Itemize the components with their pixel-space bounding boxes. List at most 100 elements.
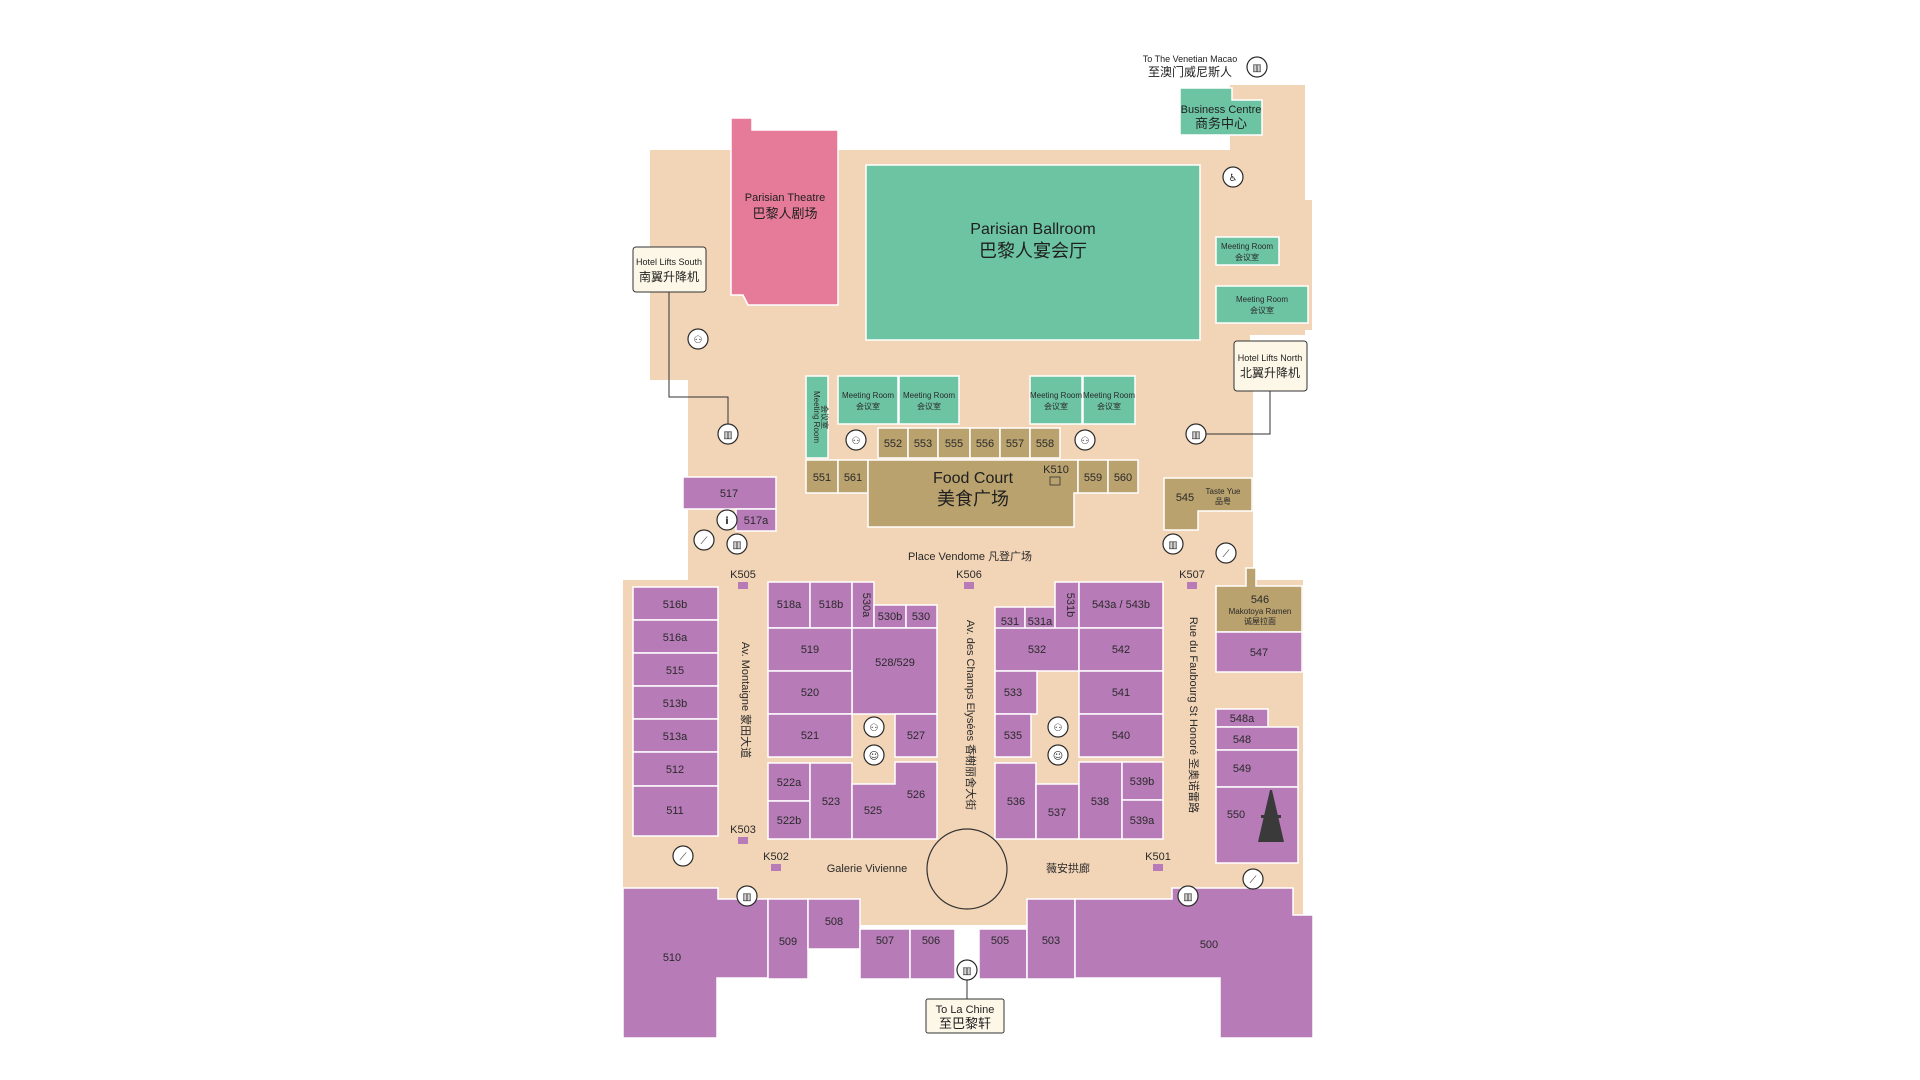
svg-text:K503: K503 [730,824,756,836]
svg-text:▥: ▥ [1168,540,1177,551]
svg-text:▥: ▥ [723,430,732,441]
lift-icon-north: ▥ [1185,423,1207,445]
business-centre: Business Centre 商务中心 [1179,87,1263,136]
svg-text:551: 551 [813,472,831,484]
svg-text:531a: 531a [1028,616,1053,628]
svg-text:522a: 522a [777,777,802,789]
svg-text:517a: 517a [744,515,769,527]
svg-text:To La Chine: To La Chine [936,1004,995,1016]
svg-text:500: 500 [1200,939,1218,951]
svg-text:Parisian Theatre: Parisian Theatre [745,192,826,204]
restroom-icon-inner-east: ⚇ [1047,716,1069,738]
svg-text:545: 545 [1176,492,1194,504]
west-inner-block: 518a 518b 530a 530b 530 519 528/529 520 … [767,581,938,840]
svg-text:南翼升降机: 南翼升降机 [639,269,699,284]
svg-text:523: 523 [822,796,840,808]
lift-icon-517: ▥ [726,533,748,555]
svg-text:K505: K505 [730,569,756,581]
svg-text:至巴黎轩: 至巴黎轩 [939,1017,991,1032]
svg-text:543a / 543b: 543a / 543b [1092,599,1150,611]
svg-text:537: 537 [1048,807,1066,819]
svg-text:527: 527 [907,730,925,742]
svg-text:品粤: 品粤 [1215,496,1231,506]
callout-venetian: To The Venetian Macao 至澳门威尼斯人 [1143,54,1237,79]
svg-text:558: 558 [1036,438,1054,450]
svg-text:北翼升降机: 北翼升降机 [1240,366,1300,380]
svg-text:521: 521 [801,730,819,742]
svg-text:Meeting Room: Meeting Room [1083,391,1135,400]
svg-text:513a: 513a [663,731,688,743]
makotoya-ramen: 546 Makotoya Ramen 诚屋拉面 [1215,567,1303,633]
lift-icon-la-chine: ▥ [956,959,978,981]
svg-text:533: 533 [1004,687,1022,699]
svg-text:508: 508 [825,916,843,928]
lift-icon-se: ▥ [1177,885,1199,907]
kiosks: K505 K506 K507 K503 K502 K501 [730,569,1205,871]
svg-text:⟋: ⟋ [1250,875,1257,886]
svg-text:K510: K510 [1043,464,1069,476]
svg-text:525: 525 [864,805,882,817]
svg-text:Meeting Room: Meeting Room [903,391,955,400]
restroom-icon-fc-west: ⚇ [845,429,867,451]
svg-text:541: 541 [1112,687,1130,699]
svg-text:Hotel Lifts North: Hotel Lifts North [1238,353,1303,363]
svg-text:531b: 531b [1064,593,1076,617]
svg-text:至澳门威尼斯人: 至澳门威尼斯人 [1148,64,1232,79]
svg-text:516b: 516b [663,599,687,611]
svg-text:512: 512 [666,764,684,776]
east-shops: 548a 548 549 550 [1215,708,1299,864]
escalator-icon-sw: ⟋ [672,845,694,867]
svg-text:▥: ▥ [1252,63,1261,74]
svg-text:会议室: 会议室 [1044,401,1068,411]
svg-text:559: 559 [1084,472,1102,484]
svg-text:会议室: 会议室 [820,405,830,429]
parisian-theatre: Parisian Theatre 巴黎人剧场 [730,117,839,306]
svg-text:▥: ▥ [1183,892,1192,903]
svg-text:Business Centre: Business Centre [1181,104,1262,116]
svg-text:▥: ▥ [1191,430,1200,441]
svg-text:518b: 518b [819,599,843,611]
svg-text:503: 503 [1042,935,1060,947]
svg-text:Meeting Room: Meeting Room [1236,295,1288,304]
meeting-room-ne2: Meeting Room 会议室 [1215,285,1309,324]
eiffel-tower-icon [1258,790,1284,842]
svg-text:550: 550 [1227,809,1245,821]
svg-text:530: 530 [912,611,930,623]
svg-text:532: 532 [1028,644,1046,656]
svg-text:K502: K502 [763,851,789,863]
roundabout [926,828,1008,910]
shop-547: 547 [1215,631,1303,673]
svg-text:Parisian Ballroom: Parisian Ballroom [970,221,1095,238]
callout-lifts-north: Hotel Lifts North 北翼升降机 [1205,340,1308,435]
lift-icon-venetian: ▥ [1246,56,1268,78]
svg-text:会议室: 会议室 [1097,401,1121,411]
svg-text:⚇: ⚇ [1081,436,1090,447]
svg-text:552: 552 [884,438,902,450]
svg-text:K501: K501 [1145,851,1171,863]
svg-text:538: 538 [1091,796,1109,808]
svg-text:530b: 530b [878,611,902,623]
svg-text:诚屋拉面: 诚屋拉面 [1244,616,1276,626]
svg-text:薇安拱廊: 薇安拱廊 [1046,861,1090,875]
bottom-shops: 510 509 508 507 506 505 503 500 [622,887,1314,1039]
lift-icon-south: ▥ [717,423,739,445]
svg-text:⟋: ⟋ [701,536,708,547]
svg-text:561: 561 [844,472,862,484]
svg-text:Meeting Room: Meeting Room [1221,242,1273,251]
parisian-ballroom: Parisian Ballroom 巴黎人宴会厅 [865,164,1201,341]
svg-text:560: 560 [1114,472,1132,484]
escalator-icon-east: ⟋ [1215,542,1237,564]
svg-text:会议室: 会议室 [917,401,941,411]
svg-text:531: 531 [1001,616,1019,628]
lift-icon-sw: ▥ [736,885,758,907]
svg-text:549: 549 [1233,763,1251,775]
info-icon: i [716,509,738,531]
svg-text:会议室: 会议室 [1250,305,1274,315]
svg-text:509: 509 [779,936,797,948]
svg-text:会议室: 会议室 [856,401,880,411]
svg-text:548: 548 [1233,734,1251,746]
svg-text:507: 507 [876,935,894,947]
svg-text:517: 517 [720,488,738,500]
svg-text:Makotoya Ramen: Makotoya Ramen [1229,607,1292,616]
restroom-icon-west: ⚇ [687,328,709,350]
